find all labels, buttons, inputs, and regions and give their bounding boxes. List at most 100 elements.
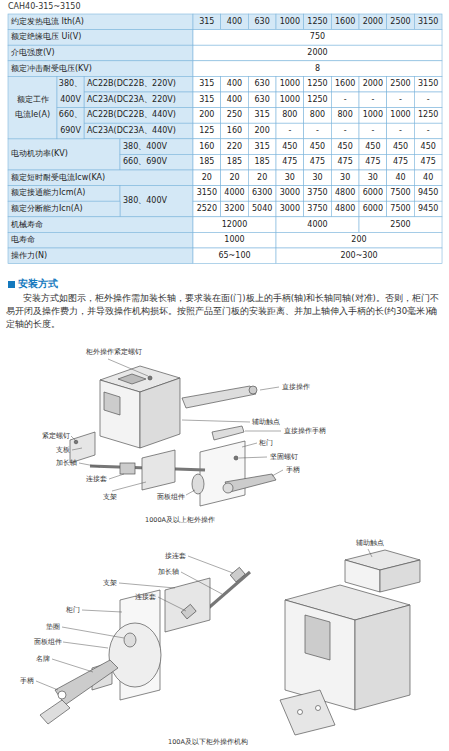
part-label: 支板 <box>56 445 70 455</box>
table-cell <box>248 154 276 170</box>
part-label: 垫圈 <box>46 622 60 632</box>
table-header-cell: 3150 <box>414 14 442 30</box>
table-value-cell: 400 <box>221 76 249 92</box>
table-value-cell: - <box>331 92 359 108</box>
table-cell <box>221 92 249 108</box>
table-header-cell: 1000 <box>276 14 304 30</box>
table-value-cell: 2000 <box>359 76 387 92</box>
table-header-cell: 电寿命 <box>8 232 193 248</box>
part-label: 连接套 <box>86 474 107 484</box>
leader-line <box>182 420 250 422</box>
illustration-100a <box>345 560 380 592</box>
table-cell <box>387 123 415 139</box>
part-label: 直接操作手柄 <box>284 426 326 436</box>
table-cell <box>8 139 120 170</box>
table-value-cell: 185 <box>221 154 249 170</box>
table-value-cell: 1250 <box>414 108 442 124</box>
table-cell <box>276 186 304 202</box>
leader-line <box>188 556 233 573</box>
table-cell <box>414 108 442 124</box>
table-cell <box>414 76 442 92</box>
table-cell <box>359 14 387 30</box>
table-cell <box>248 123 276 139</box>
table-value-cell: 3150 <box>193 186 221 202</box>
table-cell <box>193 154 221 170</box>
illustration-1000a <box>104 392 120 415</box>
illustration-1000a <box>182 386 256 408</box>
table-cell <box>221 123 249 139</box>
table-value-cell: 200 <box>193 108 221 124</box>
leader-line <box>260 387 279 390</box>
table-cell <box>193 186 221 202</box>
table-value-cell: 160 <box>221 123 249 139</box>
table-value-cell: 30 <box>304 170 332 186</box>
part-label: 手柄 <box>20 676 34 686</box>
table-cell <box>8 186 120 202</box>
table-value-cell: - <box>359 123 387 139</box>
part-label: 名牌 <box>36 654 50 664</box>
table-cell <box>221 154 249 170</box>
table-value-cell: 315 <box>193 92 221 108</box>
table-value-cell: 630 <box>248 76 276 92</box>
table-value-cell: - <box>387 92 415 108</box>
table-cell <box>276 14 304 30</box>
illustration-100a <box>280 690 335 735</box>
table-cell <box>221 201 249 217</box>
table-cell <box>276 170 304 186</box>
table-cell <box>276 201 304 217</box>
table-value-cell: 8 <box>193 61 442 77</box>
leader-line <box>36 681 58 690</box>
table-value-cell: 475 <box>387 154 415 170</box>
leader-line <box>158 597 186 611</box>
part-label: 坚固螺钉 <box>270 452 298 462</box>
table-header-cell: 380、400V <box>120 186 193 217</box>
table-cell <box>57 108 84 139</box>
table-cell <box>414 14 442 30</box>
leader-line <box>36 549 372 690</box>
table-cell <box>331 92 359 108</box>
table-cell <box>304 92 332 108</box>
table-cell <box>359 201 387 217</box>
table-value-cell: 450 <box>359 139 387 155</box>
table-value-cell: 475 <box>331 154 359 170</box>
table-cell <box>248 108 276 124</box>
table-value-cell: 475 <box>359 154 387 170</box>
table-cell <box>276 92 304 108</box>
table-cell <box>331 139 359 155</box>
part-label: 100A及以下柜外操作机构 <box>168 737 248 747</box>
table-cell <box>387 139 415 155</box>
table-value-cell: 200 <box>248 123 276 139</box>
illustration-100a <box>355 605 410 710</box>
table-cell <box>387 14 415 30</box>
table-cell <box>387 92 415 108</box>
table-value-cell: 6000 <box>359 201 387 217</box>
illustration-100a <box>165 578 210 632</box>
table-value-cell: 1000 <box>387 108 415 124</box>
table-value-cell: 6000 <box>359 186 387 202</box>
part-label: 加长轴 <box>56 458 77 468</box>
table-cell <box>221 14 249 30</box>
table-cell <box>193 30 442 46</box>
table-value-cell: 3000 <box>276 186 304 202</box>
table-value-cell: 125 <box>193 123 221 139</box>
illustration-100a <box>181 604 196 619</box>
table-cell <box>359 76 387 92</box>
table-value-cell: - <box>359 92 387 108</box>
table-cell <box>193 76 221 92</box>
table-header-cell: 1250 <box>304 14 332 30</box>
table-cell <box>248 170 276 186</box>
table-header-cell: 额定冲击耐受电压(KV) <box>8 61 193 77</box>
table-value-cell: 3750 <box>304 201 332 217</box>
part-label: 柜门 <box>259 438 273 448</box>
illustration-1000a <box>249 386 257 394</box>
table-header-cell: 400V <box>57 94 84 106</box>
table-header-cell: 介电强度(V) <box>8 45 193 61</box>
table-value-cell: - <box>414 123 442 139</box>
table-value-cell: 4800 <box>331 201 359 217</box>
table-value-cell: 6300 <box>248 186 276 202</box>
illustration-1000a <box>223 483 233 493</box>
table-cell <box>414 92 442 108</box>
table-header-cell: 380、 <box>57 78 84 90</box>
table-cell <box>304 201 332 217</box>
part-label: 连接套 <box>135 592 156 602</box>
